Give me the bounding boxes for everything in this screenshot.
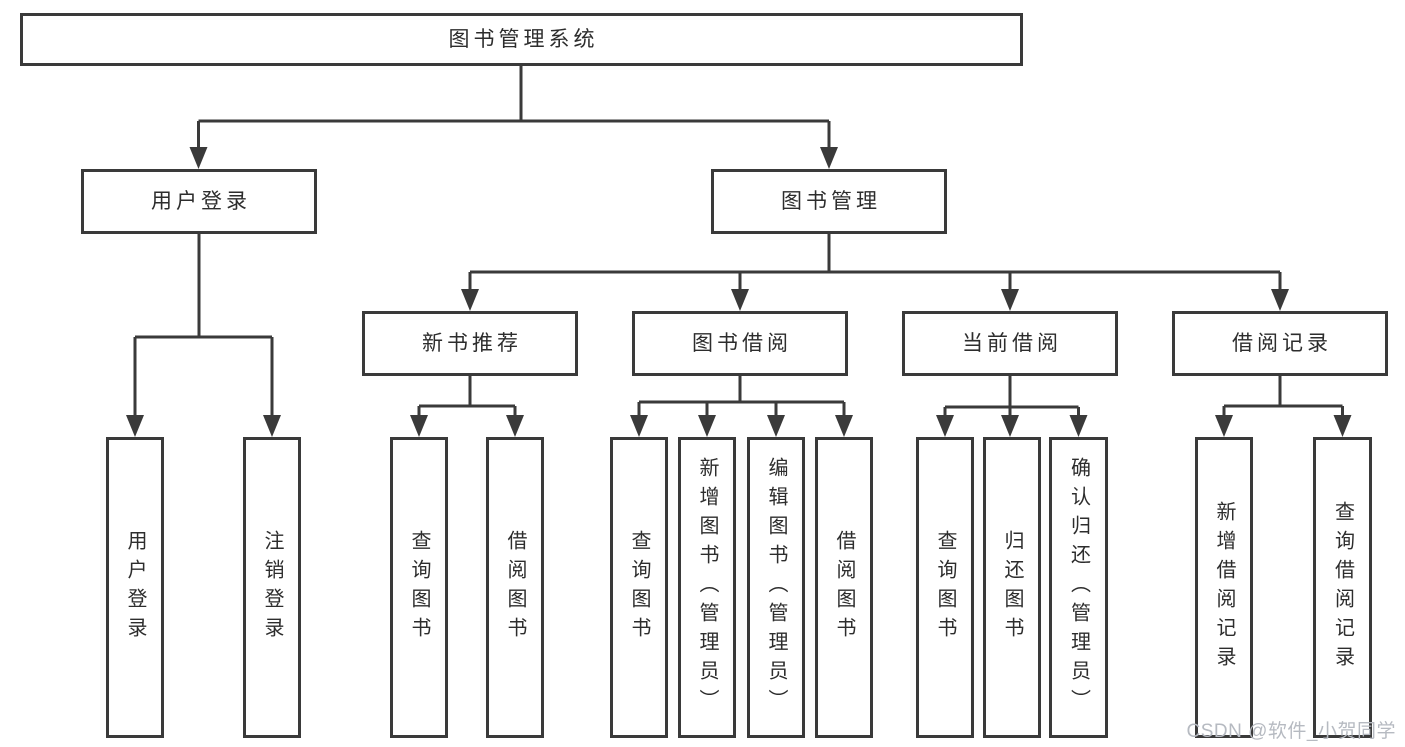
node-borrowing-records-label: 借阅记录 (1232, 332, 1332, 355)
arrowhead (767, 415, 785, 437)
leaf-return-books-label: 归还图书 (1001, 529, 1023, 646)
leaf-edit-books-admin-label: 编辑图书（管理员） (765, 457, 787, 718)
leaf-logout: 注销登录 (243, 437, 301, 738)
node-new-book-recommend: 新书推荐 (362, 311, 578, 376)
connector-new-book-to-leaves (417, 376, 517, 416)
node-book-management-label: 图书管理 (781, 190, 881, 213)
leaf-query-borrow-record-label: 查询借阅记录 (1331, 500, 1354, 675)
node-current-borrowing: 当前借阅 (902, 311, 1118, 376)
leaf-user-login: 用户登录 (106, 437, 164, 738)
arrowhead (630, 415, 648, 437)
node-book-borrowing: 图书借阅 (632, 311, 848, 376)
connector-book-mgmt-to-level3 (468, 234, 1282, 290)
leaf-edit-books-admin: 编辑图书（管理员） (747, 437, 805, 738)
arrow-heads (126, 147, 1352, 437)
leaf-return-books: 归还图书 (983, 437, 1041, 738)
arrowhead (936, 415, 954, 437)
arrowhead (1271, 289, 1289, 311)
arrowhead (1215, 415, 1233, 437)
arrowhead (506, 415, 524, 437)
arrowhead (731, 289, 749, 311)
leaf-add-books-admin: 新增图书（管理员） (678, 437, 736, 738)
leaf-add-borrow-record: 新增借阅记录 (1195, 437, 1253, 738)
node-root-label: 图书管理系统 (448, 28, 599, 51)
leaf-query-books-2-label: 查询图书 (628, 529, 650, 646)
node-new-book-recommend-label: 新书推荐 (422, 332, 522, 355)
leaf-borrow-books-2: 借阅图书 (815, 437, 873, 738)
node-user-login-label: 用户登录 (151, 190, 251, 213)
leaf-logout-label: 注销登录 (261, 529, 283, 646)
connector-current-borrow-to-leaves (943, 376, 1080, 416)
arrowhead (1001, 289, 1019, 311)
node-borrowing-records: 借阅记录 (1172, 311, 1388, 376)
csdn-watermark: CSDN @软件_小贺同学 (1186, 721, 1396, 742)
leaf-borrow-books-2-label: 借阅图书 (833, 529, 855, 646)
leaf-query-books-3: 查询图书 (916, 437, 974, 738)
node-book-borrowing-label: 图书借阅 (692, 332, 792, 355)
node-current-borrowing-label: 当前借阅 (962, 332, 1062, 355)
leaf-query-books-1-label: 查询图书 (408, 529, 430, 646)
leaf-add-borrow-record-label: 新增借阅记录 (1213, 500, 1235, 675)
arrowhead (698, 415, 716, 437)
arrowhead (189, 147, 208, 169)
leaf-add-books-admin-label: 新增图书（管理员） (696, 457, 718, 718)
arrowhead (835, 415, 853, 437)
leaf-query-books-1: 查询图书 (390, 437, 448, 738)
leaf-query-borrow-record: 查询借阅记录 (1313, 437, 1372, 738)
arrowhead (263, 415, 281, 437)
arrowhead (461, 289, 479, 311)
arrowhead (126, 415, 144, 437)
arrowhead (410, 415, 428, 437)
arrowhead (1069, 415, 1088, 437)
connector-user-login-to-leaves (133, 234, 274, 416)
arrowhead (1001, 415, 1019, 437)
arrowhead (820, 147, 838, 169)
leaf-query-books-3-label: 查询图书 (934, 529, 956, 646)
leaf-borrow-books-1: 借阅图书 (486, 437, 544, 738)
node-book-management: 图书管理 (711, 169, 947, 234)
node-root: 图书管理系统 (20, 13, 1023, 66)
leaf-borrow-books-1-label: 借阅图书 (504, 529, 526, 646)
connector-book-borrow-to-leaves (637, 376, 846, 416)
arrowhead (1333, 415, 1352, 437)
connector-root-to-level2 (197, 66, 831, 148)
leaf-user-login-label: 用户登录 (124, 529, 146, 646)
connector-borrow-records-to-leaves (1222, 376, 1344, 416)
leaf-query-books-2: 查询图书 (610, 437, 668, 738)
leaf-confirm-return-admin-label: 确认归还（管理员） (1067, 457, 1090, 718)
node-user-login: 用户登录 (81, 169, 317, 234)
leaf-confirm-return-admin: 确认归还（管理员） (1049, 437, 1108, 738)
